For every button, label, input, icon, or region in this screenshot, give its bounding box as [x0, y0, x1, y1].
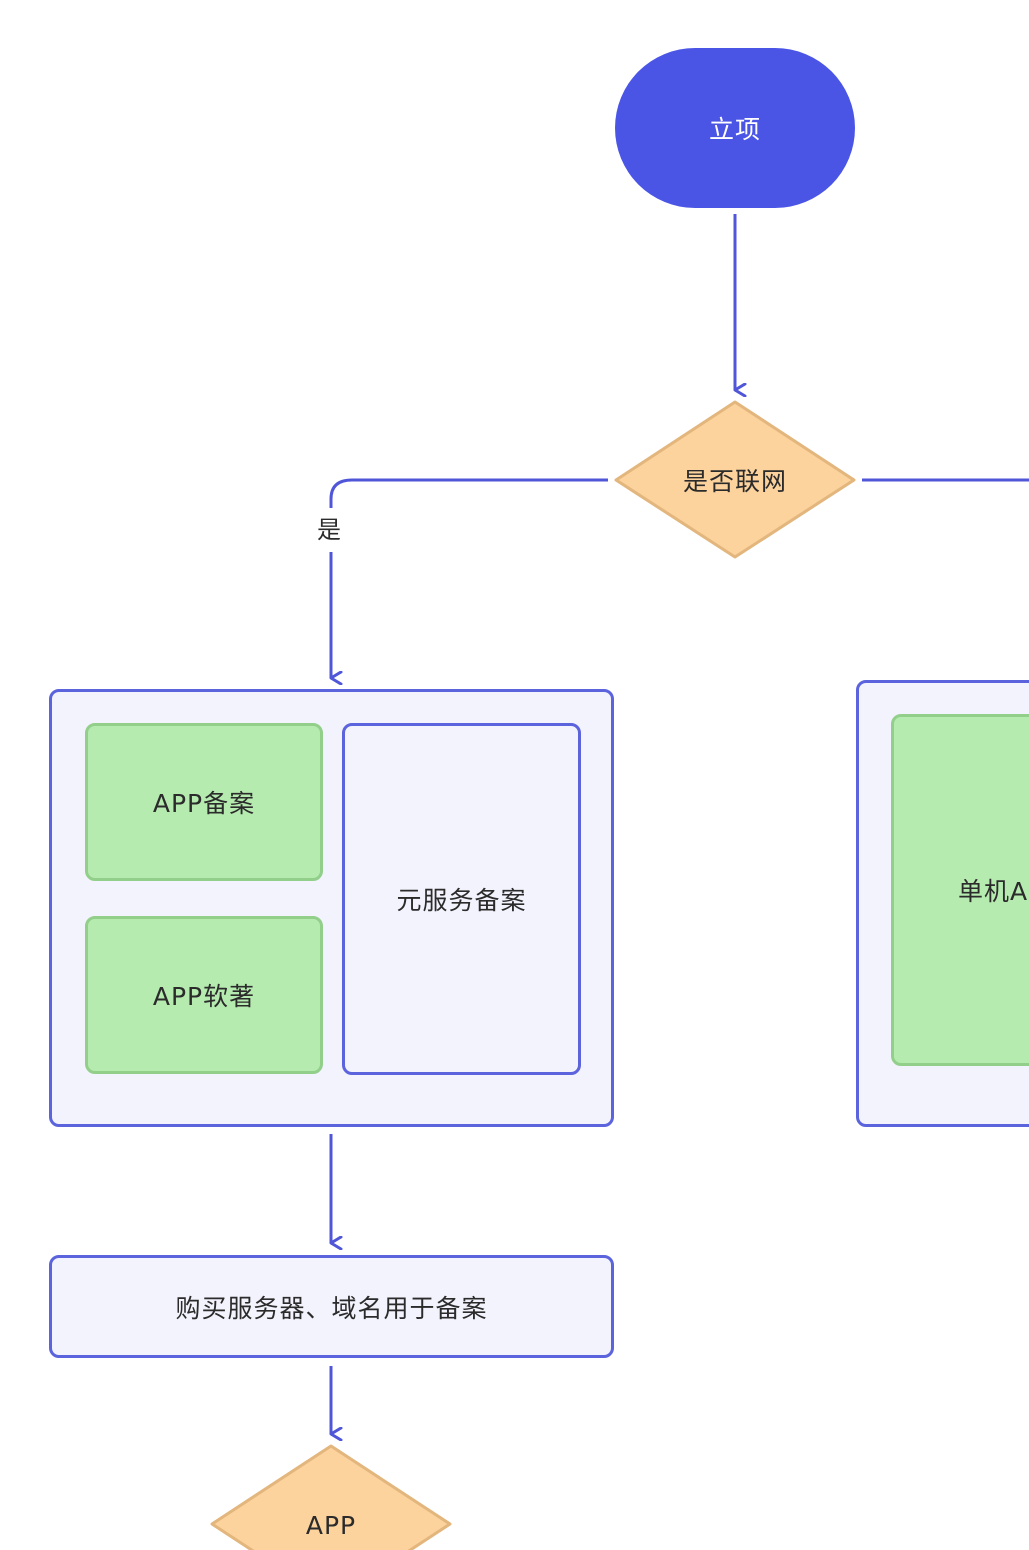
start-node-label: 立项 — [708, 115, 761, 144]
start-node[interactable]: 立项 — [615, 48, 855, 208]
edge-decision-to-online-group — [329, 478, 608, 508]
atomic-service-record-node[interactable]: 元服务备案 — [342, 723, 581, 1075]
decision-network-label: 是否联网 — [682, 467, 787, 496]
decision-app-node[interactable]: APP — [212, 1500, 450, 1550]
edge-yes-label: 是 — [311, 508, 347, 547]
app-record-label: APP备案 — [152, 789, 256, 818]
app-record-node[interactable]: APP备案 — [85, 723, 323, 881]
standalone-app-label: 单机A — [958, 877, 1029, 906]
decision-app-shape — [210, 1444, 452, 1550]
buy-server-domain-label: 购买服务器、域名用于备案 — [175, 1293, 488, 1323]
decision-app-label: APP — [305, 1510, 357, 1540]
standalone-app-node[interactable]: 单机A — [891, 714, 1029, 1066]
app-copyright-node[interactable]: APP软著 — [85, 916, 323, 1074]
buy-server-domain-node[interactable]: 购买服务器、域名用于备案 — [49, 1255, 614, 1358]
app-copyright-label: APP软著 — [152, 982, 256, 1011]
atomic-service-record-label: 元服务备案 — [396, 886, 527, 915]
decision-network-shape — [614, 400, 856, 559]
decision-network-node[interactable]: 是否联网 — [616, 441, 854, 519]
